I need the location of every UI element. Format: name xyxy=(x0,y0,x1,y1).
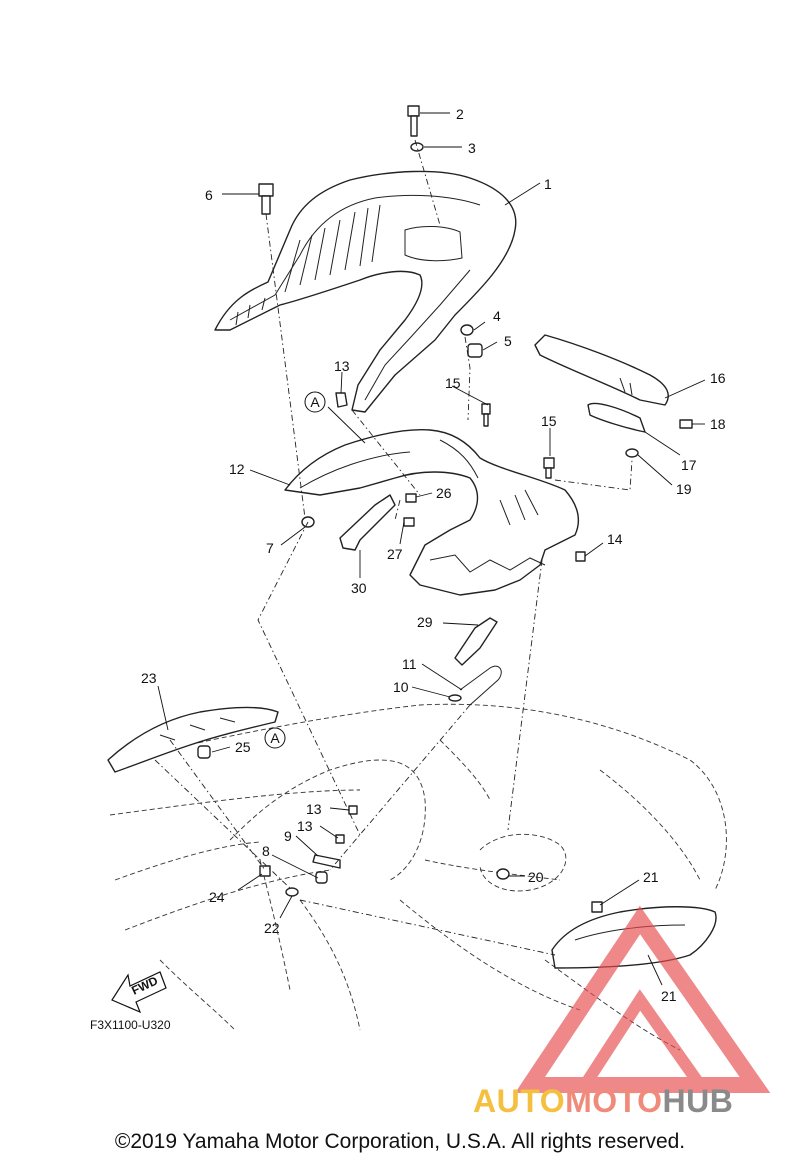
callout-20: 20 xyxy=(528,869,544,885)
callout-27: 26 xyxy=(436,485,452,501)
callout-13a: 13 xyxy=(306,801,322,817)
bracket-part-30 xyxy=(339,494,396,551)
callout-2: 2 xyxy=(456,106,464,122)
callout-9: 9 xyxy=(284,828,292,844)
side-cover-part-24 xyxy=(107,706,279,773)
callout-14-top: 13 xyxy=(334,358,350,374)
callout-24: 23 xyxy=(141,670,157,686)
bracket-part-29 xyxy=(454,617,498,666)
callout-22: 22 xyxy=(264,920,280,936)
callout-16: 16 xyxy=(710,370,726,386)
leader-lines xyxy=(157,112,706,986)
u-bolt-part-11 xyxy=(459,665,502,706)
ref-marker-a-top-label: A xyxy=(310,394,320,410)
automotohub-logo-text: AUTOMOTOHUB xyxy=(473,1083,733,1120)
callout-25: 24 xyxy=(209,889,225,905)
callout-4: 4 xyxy=(493,308,501,324)
plate-part-9 xyxy=(312,854,341,869)
logo-word-auto: AUTO xyxy=(473,1083,566,1119)
callout-12: 12 xyxy=(229,461,245,477)
callout-21-label: 21 xyxy=(661,988,677,1004)
ref-marker-a-bottom-label: A xyxy=(270,730,280,746)
callout-3: 3 xyxy=(468,140,476,156)
diagram-code: F3X1100-U320 xyxy=(90,1018,171,1032)
cover-part-16 xyxy=(534,334,669,406)
callout-15-left: 15 xyxy=(445,375,461,391)
callout-13b: 13 xyxy=(297,818,313,834)
fwd-arrow: FWD xyxy=(111,971,167,1014)
rear-deck-cover-part-12 xyxy=(284,428,580,596)
callout-11: 11 xyxy=(402,656,417,672)
callout-17: 17 xyxy=(681,457,697,473)
callout-18: 18 xyxy=(710,416,726,432)
callout-19: 19 xyxy=(676,481,692,497)
bracket-part-17 xyxy=(587,402,646,433)
callout-labels: 2 3 1 6 4 5 13 16 15 15 18 17 19 12 26 7… xyxy=(141,106,726,1004)
automotohub-logo-mark xyxy=(515,905,771,1093)
callout-15-right: 15 xyxy=(541,413,557,429)
callout-5: 5 xyxy=(504,333,512,349)
callout-30: 30 xyxy=(351,580,367,596)
ref-marker-a-top: A xyxy=(304,391,326,413)
callout-29: 29 xyxy=(417,614,433,630)
hardware xyxy=(197,105,693,913)
assembly-lines xyxy=(154,139,633,956)
callout-14-right: 14 xyxy=(607,531,623,547)
grab-handle-part-1 xyxy=(214,170,517,413)
callout-28: 27 xyxy=(387,546,403,562)
callout-10: 10 xyxy=(393,679,409,695)
callout-1: 1 xyxy=(544,176,552,192)
callout-7: 7 xyxy=(266,540,274,556)
logo-word-moto: MOTO xyxy=(565,1083,663,1119)
callout-6: 6 xyxy=(205,187,213,203)
callout-8: 8 xyxy=(262,843,270,859)
callout-23: 21 xyxy=(643,869,659,885)
logo-word-hub: HUB xyxy=(662,1083,734,1119)
copyright-notice: ©2019 Yamaha Motor Corporation, U.S.A. A… xyxy=(114,1130,686,1153)
callout-26: 25 xyxy=(235,739,251,755)
ref-marker-a-bottom: A xyxy=(264,727,286,749)
